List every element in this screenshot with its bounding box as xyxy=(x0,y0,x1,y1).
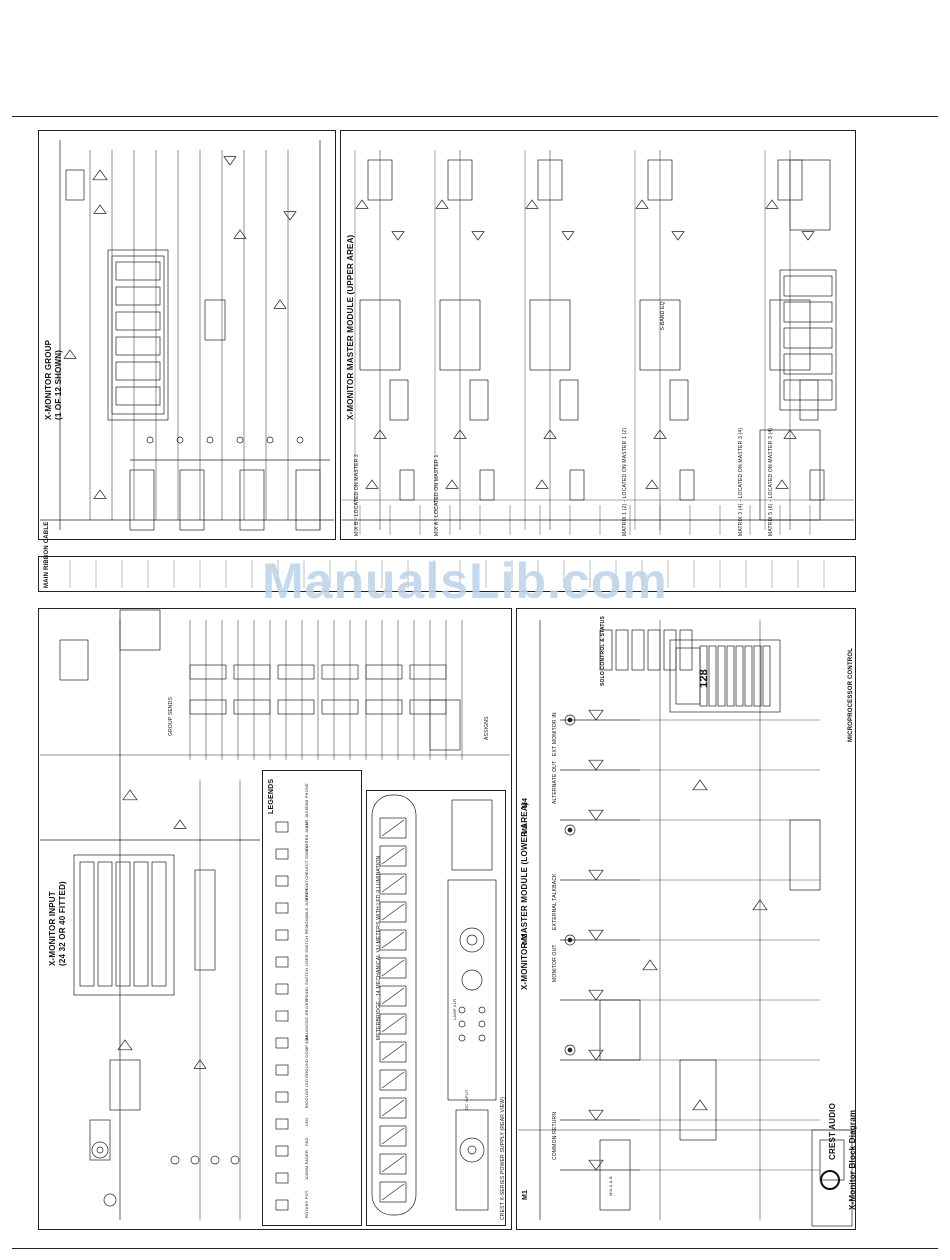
legend-xlr: XLR JACK xyxy=(304,807,309,828)
bottom-rule xyxy=(12,1248,938,1249)
legend-bicolor: BICOLOR LED xyxy=(304,1078,309,1108)
label-matrix-1-2: MATRIX 1 (2) - LOCATED ON MASTER 1 (2) xyxy=(622,427,628,536)
crest-logo-icon xyxy=(820,1170,840,1190)
label-lamp-xlr: LAMP XLR xyxy=(452,998,457,1020)
master-lower-panel xyxy=(516,608,856,1230)
label-monitor-out: MONITOR OUT xyxy=(552,944,558,982)
ribbon-title: MAIN RIBBON CABLE xyxy=(44,521,50,588)
group-title: X-MONITOR GROUP xyxy=(44,339,53,420)
master-upper-title: X-MONITOR MASTER MODULE (UPPER AREA) xyxy=(346,234,355,420)
label-group-sends: GROUP SENDS xyxy=(168,696,174,736)
legend-ground-comp: GROUND COMP AMP xyxy=(304,1034,309,1078)
legend-fet: FET SWITCH xyxy=(304,873,309,900)
legend-balanced: BALANCED DRIVER xyxy=(304,999,309,1040)
input-title: X-MONITOR INPUT xyxy=(48,891,57,966)
top-rule xyxy=(12,116,938,117)
master-upper-panel xyxy=(340,130,856,540)
label-matrix-3-4: MATRIX 3 (4) - LOCATED ON MASTER 3 (4) xyxy=(738,427,744,536)
label-mix-b: MIX B - LOCATED ON MASTER 2 xyxy=(354,454,360,536)
label-bus-mix: MIX A & B xyxy=(608,1176,613,1196)
legends-title: LEGENDS xyxy=(268,778,275,814)
label-power-supply: CREST X-SERIES POWER SUPPLY (REAR VIEW) xyxy=(500,1096,506,1220)
label-external-talkback: EXTERNAL TALKBACK xyxy=(552,873,558,930)
label-alternate-out: ALTERNATE OUT xyxy=(552,760,558,804)
label-meter-bridge: METERBRIDGE - 14 MECHANICAL VU METERS WI… xyxy=(376,855,382,1040)
input-panel xyxy=(38,608,512,1230)
label-dc-input: DC INPUT xyxy=(464,1089,469,1111)
label-ext-monitor-in: EXT MONITOR IN xyxy=(552,712,558,756)
legends-panel xyxy=(262,770,362,1226)
label-m3: M3 xyxy=(522,823,529,834)
label-five-band-eq: 5-BAND EQ xyxy=(660,301,666,330)
display-readout: 128 xyxy=(698,669,710,688)
label-m2: M2 xyxy=(522,933,529,944)
legend-panel-switch: PANEL SWITCH xyxy=(304,968,309,1000)
power-supply-panel xyxy=(366,790,506,1226)
group-panel xyxy=(38,130,336,540)
microprocessor-label: MICROPROCESSOR CONTROL xyxy=(848,647,854,742)
label-m4: M4 xyxy=(522,797,529,808)
legend-db: DB8 PHONE xyxy=(304,783,309,808)
label-assigns: ASSIGNS xyxy=(484,716,490,740)
legend-led: LED xyxy=(304,1117,309,1126)
label-mix-a: MIX A - LOCATED ON MASTER 1 xyxy=(434,454,440,536)
legend-user-switch: USER SWITCH xyxy=(304,935,309,966)
legend-rotary: ROTARY POT xyxy=(304,1190,309,1218)
legend-fader: 100MM FADER xyxy=(304,1150,309,1180)
ribbon-cable-panel xyxy=(38,556,856,592)
block-diagram-caption: X-Monitor Block Diagram xyxy=(848,1109,857,1210)
label-common-return: COMMON RETURN xyxy=(552,1111,558,1160)
input-subtitle: (24 32 OR 40 FITTED) xyxy=(58,881,67,966)
watermark: ManualsLib.com xyxy=(262,553,668,609)
solo-control-label: SOLO CONTROL & STATUS xyxy=(600,615,606,686)
legend-pad: PAD xyxy=(304,1137,309,1146)
label-matrix-5-6: MATRIX 5 (6) - LOCATED ON MASTER 3 (4) xyxy=(768,427,774,536)
brand-name: CREST AUDIO xyxy=(828,1102,837,1160)
label-m1: M1 xyxy=(522,1189,529,1200)
group-subtitle: (1 OF 12 SHOWN) xyxy=(54,349,63,420)
